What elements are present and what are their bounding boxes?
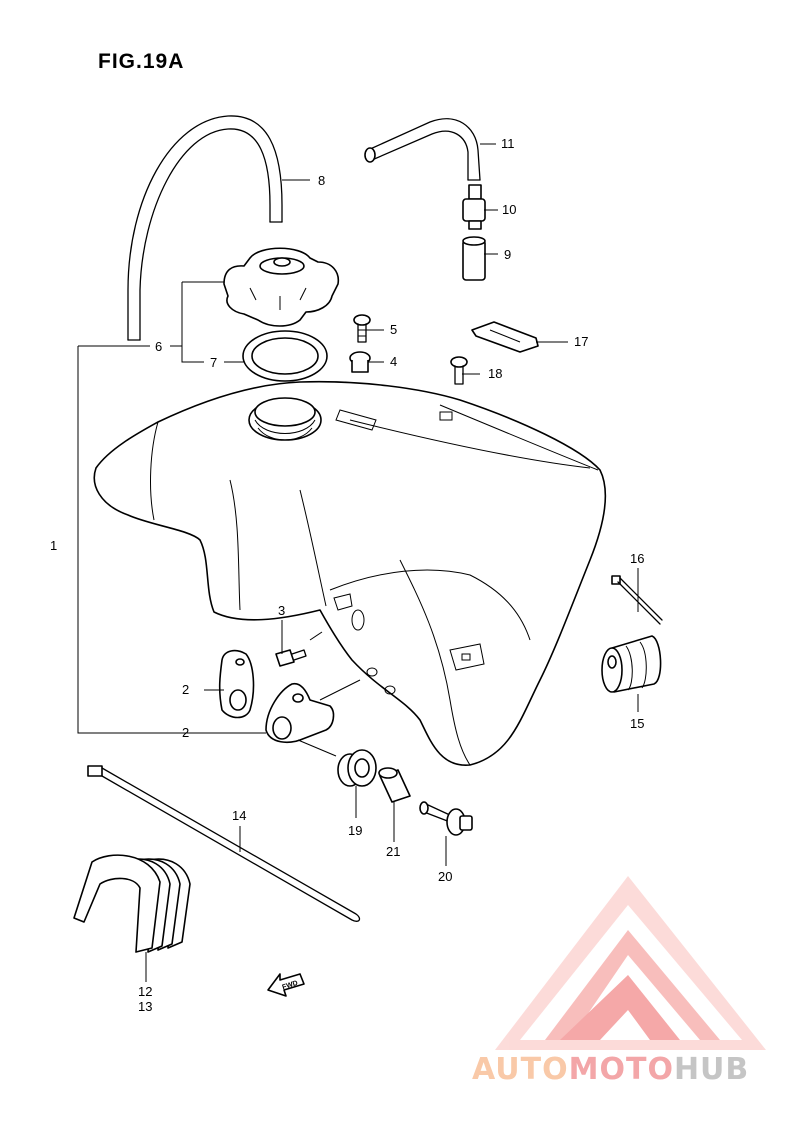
callout-16: 16 xyxy=(630,551,644,566)
callout-13: 13 xyxy=(138,999,152,1014)
part-9-cap xyxy=(462,236,486,281)
part-3-bolt xyxy=(275,631,323,667)
callout-7: 7 xyxy=(210,355,217,370)
watermark-auto: AUTO xyxy=(472,1052,569,1087)
part-2-bracket-lower xyxy=(265,679,361,757)
part-2-bracket-upper xyxy=(218,649,255,719)
callout-14: 14 xyxy=(232,808,246,823)
watermark-logo xyxy=(495,876,766,1050)
part-16-cable-tie xyxy=(611,575,663,625)
callout-12: 12 xyxy=(138,984,152,999)
figure-title: FIG.19A xyxy=(98,50,185,73)
callout-20: 20 xyxy=(438,869,452,884)
part-8-breather-hose xyxy=(127,115,283,341)
part-1-fuel-tank xyxy=(93,380,607,766)
callout-11: 11 xyxy=(501,136,515,151)
callout-9: 9 xyxy=(504,247,511,262)
part-15-damper xyxy=(601,635,662,693)
callout-6: 6 xyxy=(155,339,162,354)
callout-17: 17 xyxy=(574,334,588,349)
part-11-hose xyxy=(364,118,481,181)
part-20-bolt xyxy=(419,801,473,836)
leader-lines xyxy=(77,143,639,982)
callout-2-lower: 2 xyxy=(182,725,189,740)
callout-10: 10 xyxy=(502,202,516,217)
callout-3: 3 xyxy=(278,603,285,618)
callout-18: 18 xyxy=(488,366,502,381)
part-7-gasket xyxy=(242,330,328,382)
part-14-cable-tie xyxy=(87,765,361,922)
part-19-grommet xyxy=(337,749,377,787)
part-10-fitting xyxy=(462,184,486,230)
watermark-moto: MOTO xyxy=(568,1052,674,1087)
callout-labels: 1 2 2 3 4 5 6 7 8 9 10 11 12 13 14 15 16… xyxy=(50,136,644,1014)
callout-21: 21 xyxy=(386,844,400,859)
watermark-text: AUTOMOTOHUB xyxy=(472,1052,749,1087)
callout-19: 19 xyxy=(348,823,362,838)
fwd-direction-arrow: FWD xyxy=(267,973,305,997)
part-12-13-protector xyxy=(73,854,191,953)
watermark-hub: HUB xyxy=(673,1052,750,1087)
part-17-clip xyxy=(471,321,539,353)
part-5-screw xyxy=(353,314,371,343)
callout-1: 1 xyxy=(50,538,57,553)
callout-2-upper: 2 xyxy=(182,682,189,697)
callout-4: 4 xyxy=(390,354,397,369)
part-21-collar xyxy=(378,767,411,803)
part-18-screw xyxy=(450,356,468,385)
callout-15: 15 xyxy=(630,716,644,731)
callout-8: 8 xyxy=(318,173,325,188)
fwd-label: FWD xyxy=(281,980,298,992)
part-4-nut xyxy=(349,351,371,373)
callout-5: 5 xyxy=(390,322,397,337)
part-6-fuel-cap xyxy=(223,247,340,327)
